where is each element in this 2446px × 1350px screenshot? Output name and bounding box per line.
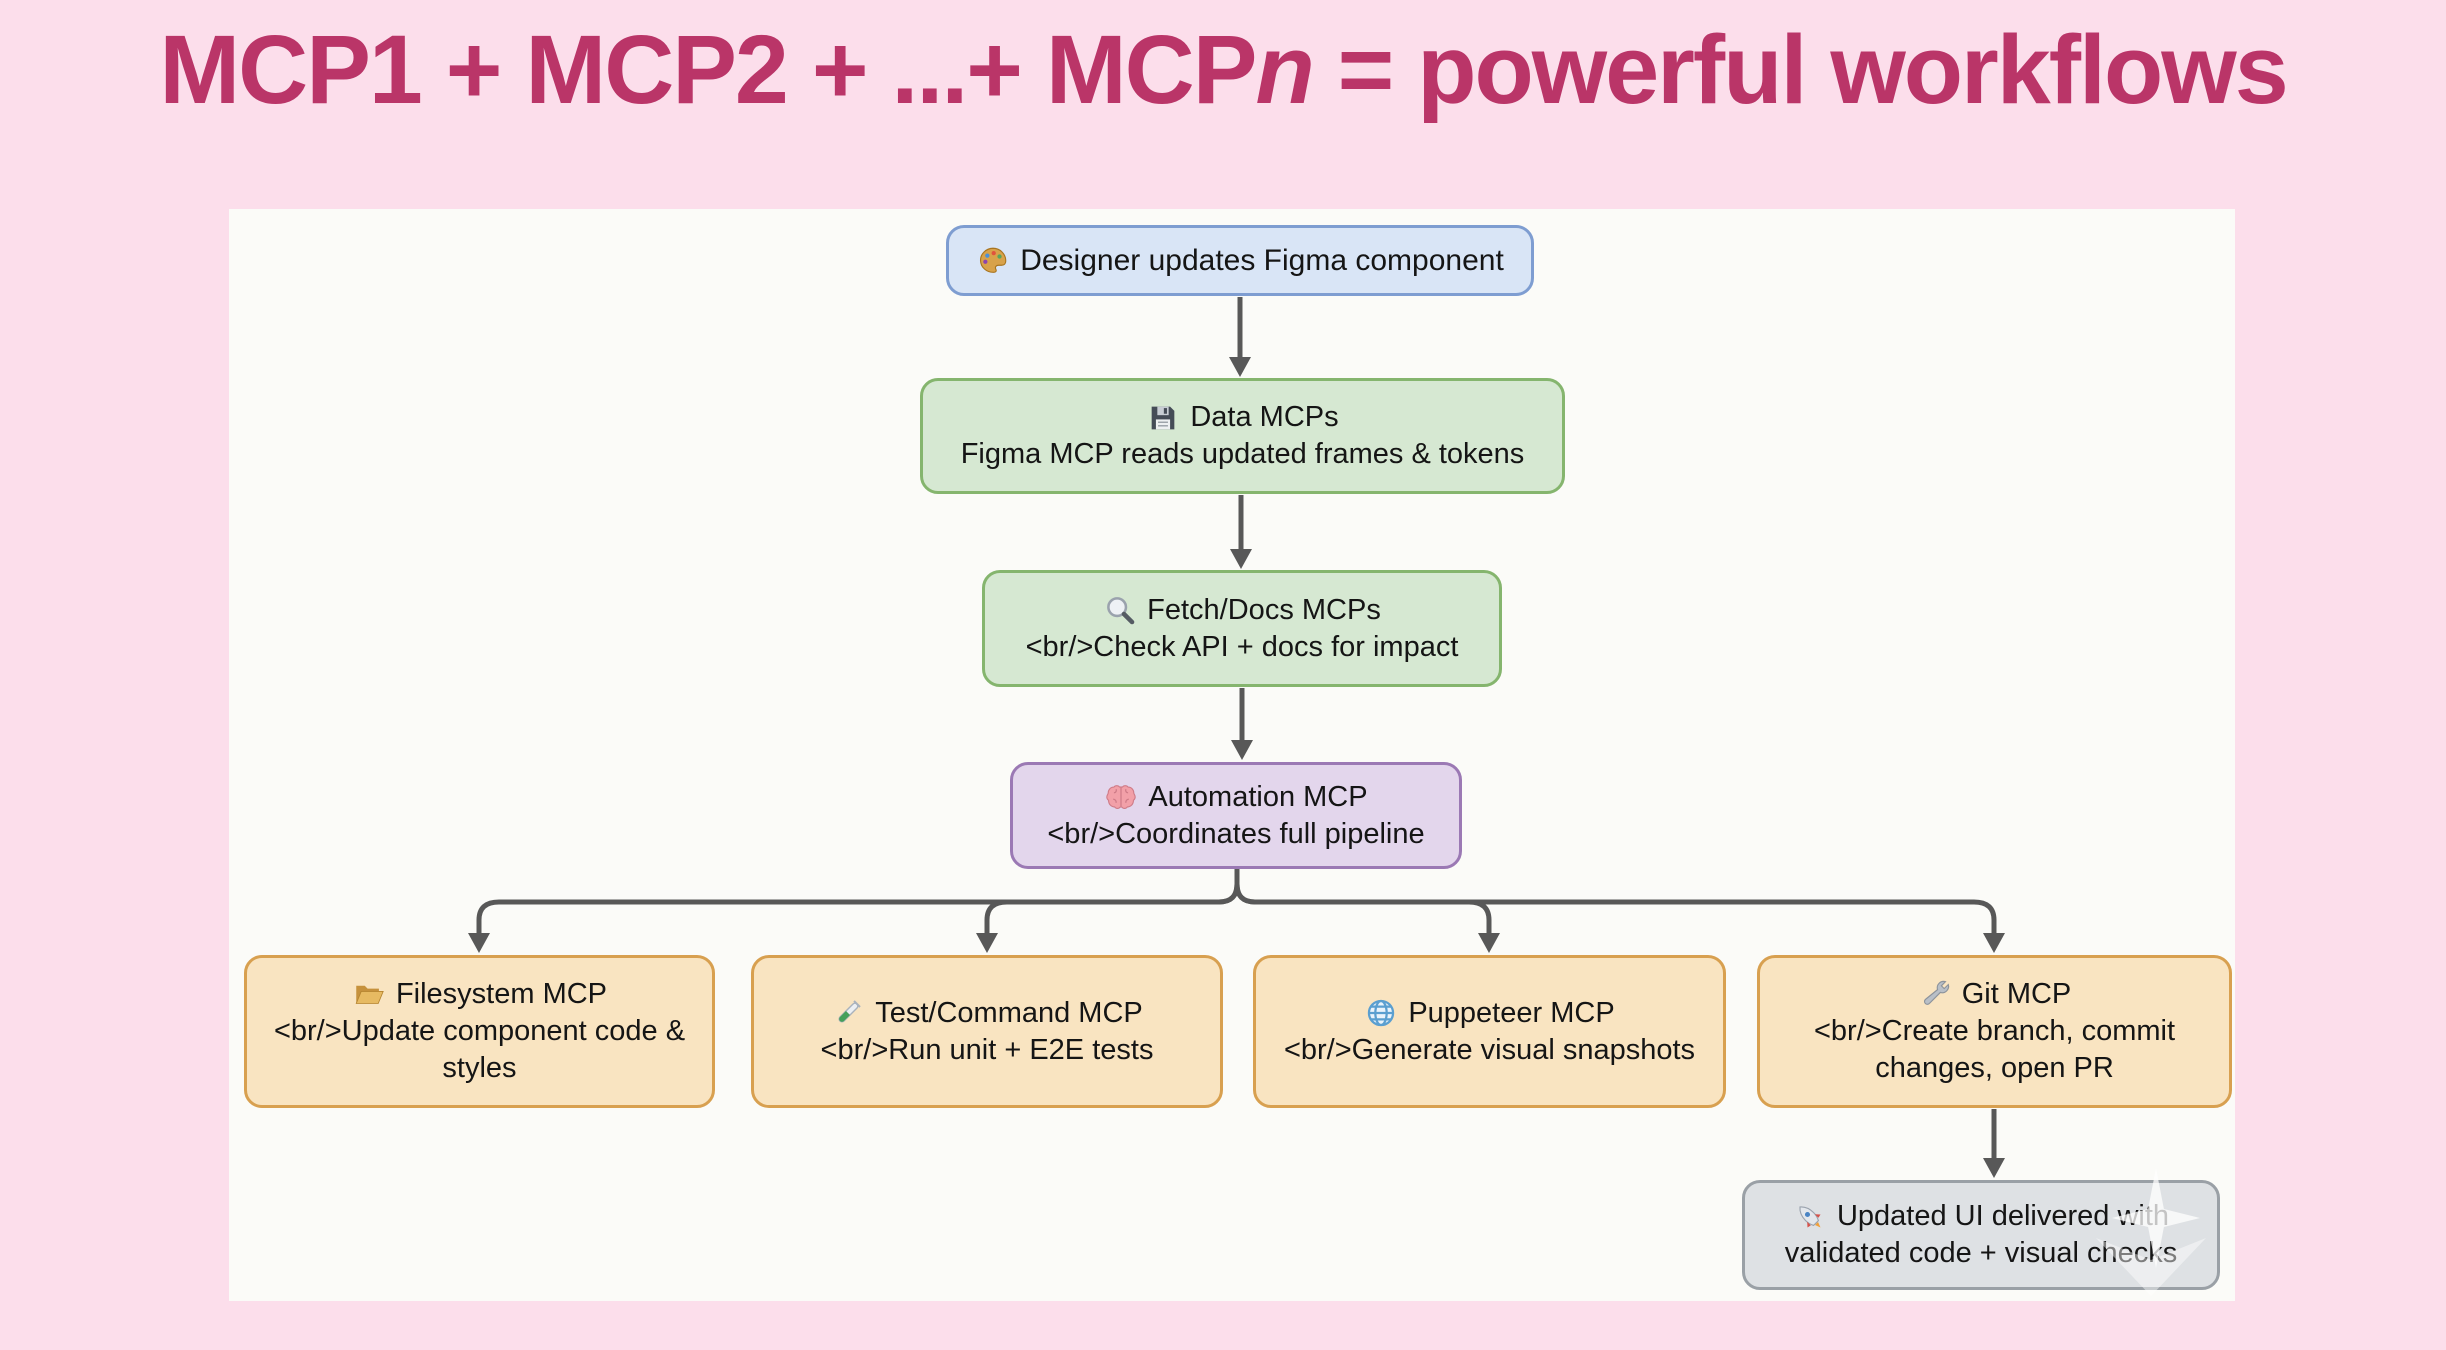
node-title: Updated UI delivered with: [1836, 1200, 2170, 1232]
node-puppeteer-mcp: Puppeteer MCP <br/>Generate visual snaps…: [1253, 955, 1726, 1108]
floppy-disk-icon: [1152, 406, 1175, 429]
palette-icon: [980, 247, 1007, 273]
node-title: Filesystem MCP: [395, 978, 608, 1010]
brain-icon: [1106, 785, 1137, 809]
globe-icon: [1368, 999, 1395, 1027]
title-part1: MCP1 + MCP2 + ...+ MCP: [159, 15, 1257, 124]
node-designer-updates-figma: Designer updates Figma component: [946, 225, 1534, 296]
rocket-icon: [1799, 1205, 1821, 1228]
node-updated-ui-delivered: Updated UI delivered with validated code…: [1742, 1180, 2220, 1290]
node-title: Data MCPs: [1190, 401, 1339, 433]
node-title: Puppeteer MCP: [1408, 996, 1615, 1029]
node-filesystem-mcp: Filesystem MCP <br/>Update component cod…: [244, 955, 715, 1108]
title-italic-n: n: [1255, 15, 1314, 124]
node-subtitle: <br/>Create branch, commit changes, open…: [1813, 1015, 2176, 1084]
magnifier-icon: [1107, 597, 1135, 625]
node-data-mcps: Data MCPs Figma MCP reads updated frames…: [920, 378, 1565, 494]
diagram-canvas: [229, 209, 2235, 1301]
node-test-command-mcp: Test/Command MCP <br/>Run unit + E2E tes…: [751, 955, 1223, 1108]
node-subtitle: validated code + visual checks: [1784, 1237, 2178, 1269]
open-folder-icon: [355, 985, 384, 1004]
node-title: Test/Command MCP: [875, 996, 1143, 1029]
title-part2: = powerful workflows: [1312, 15, 2289, 124]
node-subtitle: <br/>Generate visual snapshots: [1283, 1033, 1696, 1066]
node-subtitle: <br/>Run unit + E2E tests: [820, 1033, 1154, 1066]
node-subtitle: Figma MCP reads updated frames & tokens: [960, 438, 1525, 470]
node-title: Designer updates Figma component: [1020, 244, 1504, 277]
node-title: Git MCP: [1961, 978, 2072, 1010]
node-title: Fetch/Docs MCPs: [1147, 593, 1381, 626]
node-title: Automation MCP: [1148, 780, 1368, 813]
page-title: MCP1 + MCP2 + ...+ MCPn = powerful workf…: [0, 14, 2446, 126]
node-subtitle: <br/>Coordinates full pipeline: [1047, 817, 1425, 850]
node-git-mcp: Git MCP <br/>Create branch, commit chang…: [1757, 955, 2232, 1108]
node-subtitle: <br/>Check API + docs for impact: [1025, 630, 1459, 663]
node-subtitle: <br/>Update component code & styles: [273, 1015, 686, 1084]
test-tube-icon: [838, 1000, 861, 1023]
wrench-icon: [1923, 980, 1949, 1005]
node-fetch-docs-mcps: Fetch/Docs MCPs <br/>Check API + docs fo…: [982, 570, 1502, 687]
node-automation-mcp: Automation MCP <br/>Coordinates full pip…: [1010, 762, 1462, 869]
